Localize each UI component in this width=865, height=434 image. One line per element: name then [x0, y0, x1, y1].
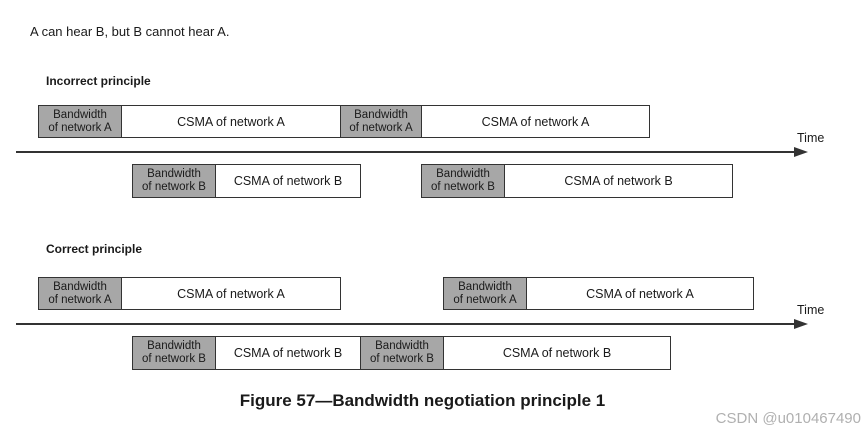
incorrect-a1-bandwidth-box: Bandwidth of network A — [38, 105, 122, 138]
bandwidth-label: Bandwidth — [436, 168, 490, 180]
csma-label: CSMA of network A — [177, 286, 285, 301]
intro-text: A can hear B, but B cannot hear A. — [30, 24, 230, 39]
bandwidth-label: Bandwidth — [53, 108, 107, 121]
incorrect-a2-bandwidth-box: Bandwidth of network A — [340, 105, 422, 138]
correct-axis-arrowhead — [794, 319, 808, 329]
network-label: of network A — [48, 121, 112, 134]
bandwidth-label: Bandwidth — [53, 280, 107, 293]
correct-time-axis — [16, 323, 796, 325]
csma-label: CSMA of network B — [233, 346, 343, 360]
incorrect-axis-arrowhead — [794, 147, 808, 157]
watermark: CSDN @u010467490 — [715, 410, 861, 427]
csma-label: CSMA of network A — [481, 114, 590, 129]
figure-caption: Figure 57—Bandwidth negotiation principl… — [239, 391, 606, 410]
incorrect-time-label: Time — [797, 131, 825, 145]
correct-a2-bandwidth-box: Bandwidth of network A — [443, 277, 527, 310]
incorrect-b1-csma-box: CSMA of network B — [215, 164, 361, 198]
correct-b1-bandwidth-box: Bandwidth of network B — [132, 336, 216, 370]
network-label: of network B — [142, 181, 206, 193]
incorrect-b1-bandwidth-box: Bandwidth of network B — [132, 164, 216, 198]
bandwidth-label: Bandwidth — [375, 340, 429, 352]
correct-a1-csma-box: CSMA of network A — [121, 277, 341, 310]
incorrect-time-axis — [16, 151, 796, 153]
network-label: of network A — [349, 121, 413, 134]
network-label: of network A — [453, 293, 517, 306]
csma-label: CSMA of network A — [586, 286, 694, 301]
bandwidth-label: Bandwidth — [354, 108, 408, 121]
correct-b2-csma-box: CSMA of network B — [443, 336, 671, 370]
network-label: of network A — [48, 293, 112, 306]
network-label: of network B — [370, 353, 434, 365]
incorrect-b2-csma-box: CSMA of network B — [504, 164, 733, 198]
csma-label: CSMA of network B — [502, 346, 612, 360]
bandwidth-label: Bandwidth — [458, 280, 512, 293]
correct-time-label: Time — [797, 303, 825, 317]
bandwidth-label: Bandwidth — [147, 168, 201, 180]
incorrect-a2-csma-box: CSMA of network A — [421, 105, 650, 138]
correct-b2-bandwidth-box: Bandwidth of network B — [360, 336, 444, 370]
csma-label: CSMA of network A — [177, 114, 285, 129]
csma-label: CSMA of network B — [233, 174, 343, 188]
network-label: of network B — [431, 181, 495, 193]
incorrect-b2-bandwidth-box: Bandwidth of network B — [421, 164, 505, 198]
incorrect-a1-csma-box: CSMA of network A — [121, 105, 341, 138]
correct-a2-csma-box: CSMA of network A — [526, 277, 754, 310]
correct-a1-bandwidth-box: Bandwidth of network A — [38, 277, 122, 310]
incorrect-principle-title: Incorrect principle — [46, 74, 151, 88]
correct-principle-title: Correct principle — [46, 242, 143, 256]
csma-label: CSMA of network B — [564, 174, 673, 188]
correct-b1-csma-box: CSMA of network B — [215, 336, 361, 370]
network-label: of network B — [142, 353, 206, 365]
bandwidth-label: Bandwidth — [147, 340, 201, 352]
